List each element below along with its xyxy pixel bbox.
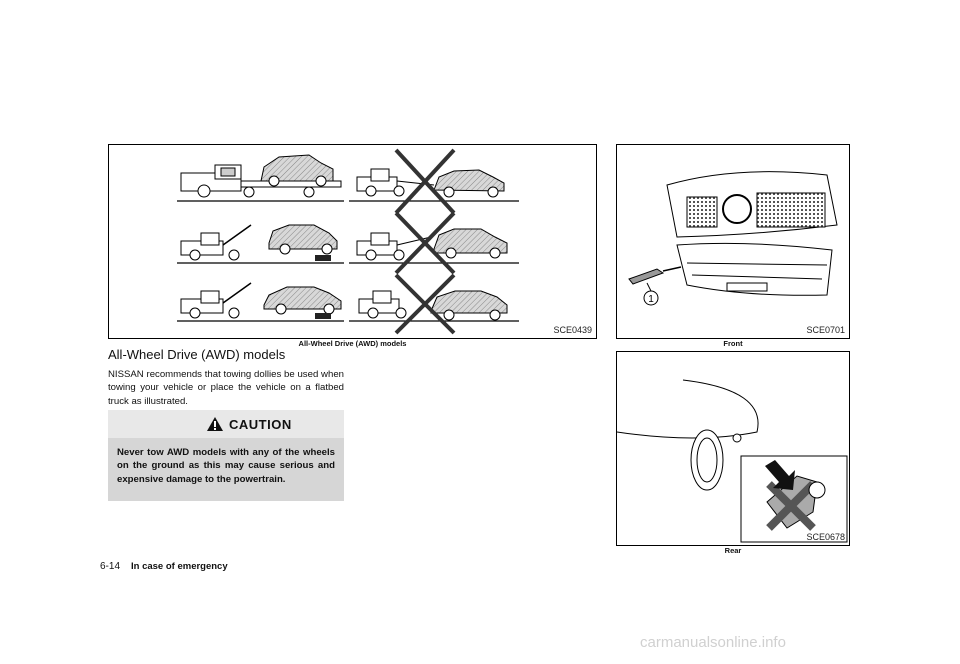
- figure-code: SCE0439: [553, 325, 592, 335]
- towing-illustration: [177, 148, 519, 335]
- rear-figure: SCE0678: [616, 351, 850, 546]
- towing-caption: All-Wheel Drive (AWD) models: [298, 339, 407, 348]
- figure-code: SCE0701: [806, 325, 845, 335]
- front-figure: 1 SCE0701: [616, 144, 850, 339]
- tow-truck-wheels-on-ground-crossed: [349, 148, 519, 215]
- tow-truck-rear-lift-crossed: [349, 211, 519, 275]
- tow-truck-with-dolly-ok: [177, 224, 344, 264]
- page-number: 6-14: [100, 561, 121, 572]
- rear-caption: Rear: [724, 546, 742, 555]
- figure-code: SCE0678: [806, 532, 845, 542]
- tow-truck-with-dolly-ok-2: [177, 282, 344, 322]
- caution-title: CAUTION: [229, 417, 292, 432]
- warning-triangle-icon: [207, 417, 223, 431]
- caution-box: CAUTION Never tow AWD models with any of…: [108, 410, 344, 501]
- towing-figure: SCE0439: [108, 144, 597, 339]
- section-body: NISSAN recommends that towing dollies be…: [108, 369, 344, 407]
- section-heading: All-Wheel Drive (AWD) models: [108, 347, 286, 362]
- watermark-text: carmanualsonline.info: [640, 634, 786, 651]
- flatbed-truck-ok: [177, 154, 344, 202]
- caution-header: CAUTION: [108, 410, 344, 438]
- front-bumper-illustration: 1: [628, 171, 838, 306]
- caution-text: Never tow AWD models with any of the whe…: [117, 447, 335, 485]
- tow-truck-front-lift-crossed: [349, 273, 519, 335]
- callout-number: 1: [648, 294, 654, 305]
- footer-section-name: In case of emergency: [131, 561, 228, 572]
- rear-bumper-illustration: [617, 379, 848, 543]
- front-caption: Front: [723, 339, 743, 348]
